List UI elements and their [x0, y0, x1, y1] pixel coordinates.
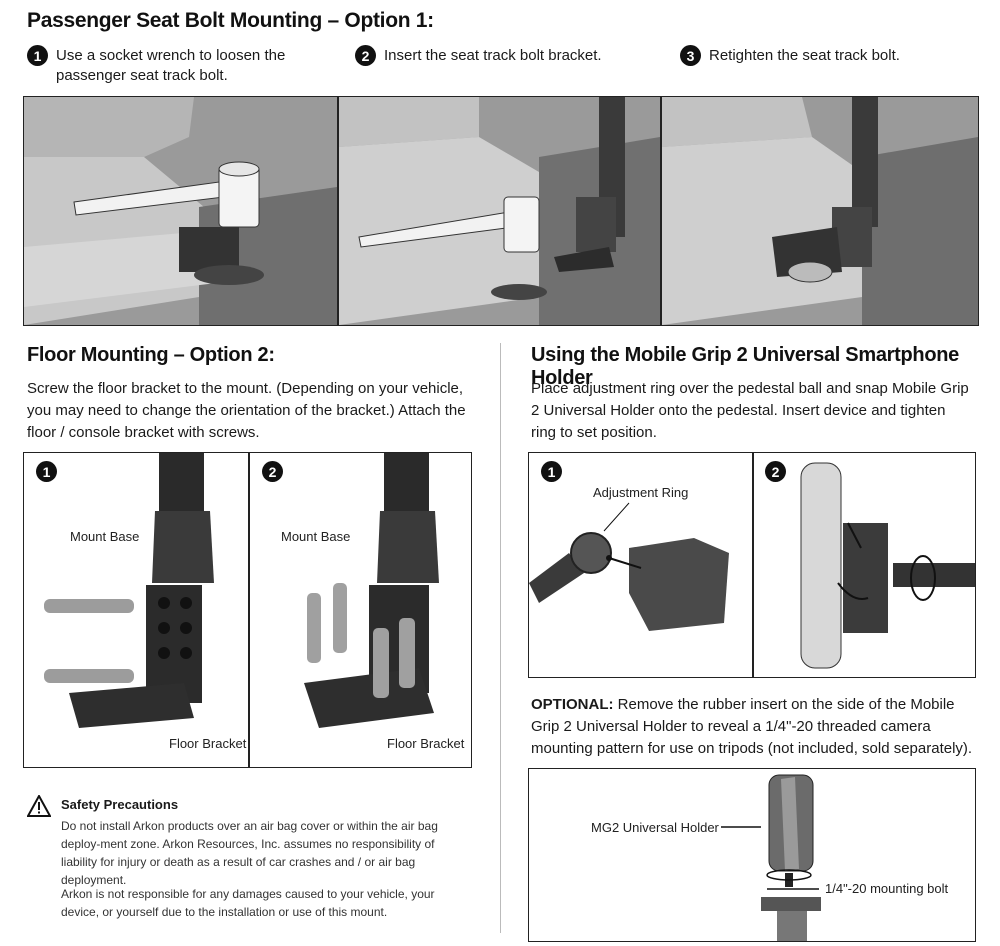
- section2-title: Floor Mounting – Option 2:: [27, 344, 275, 366]
- adjustment-ring-illustration: [529, 502, 729, 631]
- mount-base-label: Mount Base: [281, 529, 351, 544]
- panel-number: 1: [541, 461, 562, 482]
- mount-base-label: Mount Base: [70, 529, 140, 544]
- safety-paragraph-1: Do not install Arkon products over an ai…: [61, 819, 438, 887]
- panel-divider: [752, 453, 754, 677]
- step-number: 1: [27, 45, 48, 66]
- section1-title: Passenger Seat Bolt Mounting – Option 1:: [27, 9, 434, 32]
- smartphone-holder-illustration: [800, 462, 975, 669]
- step-text: Insert the seat track bolt bracket.: [384, 47, 602, 64]
- safety-paragraph-2: Arkon is not responsible for any damages…: [61, 887, 435, 919]
- floor-mount-panels: 1 Mount Base Floor Bracket 2 Mount Base …: [23, 452, 472, 768]
- step-text: Retighten the seat track bolt.: [709, 47, 900, 64]
- floor-bracket-label: Floor Bracket: [169, 736, 247, 751]
- step-3-illustration: [661, 96, 979, 326]
- panel-divider: [248, 453, 250, 767]
- adjustment-ring-label: Adjustment Ring: [593, 485, 689, 500]
- section2-description: Screw the floor bracket to the mount. (D…: [27, 380, 466, 441]
- tripod-illustration: [721, 774, 821, 941]
- optional-note: OPTIONAL: Remove the rubber insert on th…: [531, 694, 981, 760]
- step-3: 3 Retighten the seat track bolt.: [680, 45, 980, 66]
- optional-label: OPTIONAL:: [531, 696, 614, 713]
- warning-icon: [26, 793, 52, 822]
- step-text: Use a socket wrench to loosen the passen…: [56, 47, 286, 84]
- mounting-bolt-label: 1/4"-20 mounting bolt: [825, 881, 949, 896]
- column-divider: [500, 343, 501, 933]
- panel-number: 2: [262, 461, 283, 482]
- step-1-illustration: [23, 96, 338, 326]
- floor-bracket-illustration-1: [44, 453, 214, 728]
- section3-description: Place adjustment ring over the pedestal …: [531, 380, 969, 441]
- mg2-holder-label: MG2 Universal Holder: [591, 820, 719, 835]
- step-1: 1 Use a socket wrench to loosen the pass…: [27, 45, 317, 86]
- section3-title: Using the Mobile Grip 2 Universal Smartp…: [531, 344, 959, 389]
- panel-number: 2: [765, 461, 786, 482]
- safety-title: Safety Precautions: [61, 797, 179, 812]
- step-2: 2 Insert the seat track bolt bracket.: [355, 45, 645, 66]
- step-2-illustration: [338, 96, 661, 326]
- optional-text: Remove the rubber insert on the side of …: [531, 696, 973, 757]
- tripod-panel: MG2 Universal Holder 1/4"-20 mounting bo…: [528, 768, 976, 942]
- holder-panels: 1 Adjustment Ring 2: [528, 452, 976, 678]
- step-number: 2: [355, 45, 376, 66]
- panel-number: 1: [36, 461, 57, 482]
- step-number: 3: [680, 45, 701, 66]
- floor-bracket-illustration-2: [304, 453, 439, 728]
- floor-bracket-label: Floor Bracket: [387, 736, 465, 751]
